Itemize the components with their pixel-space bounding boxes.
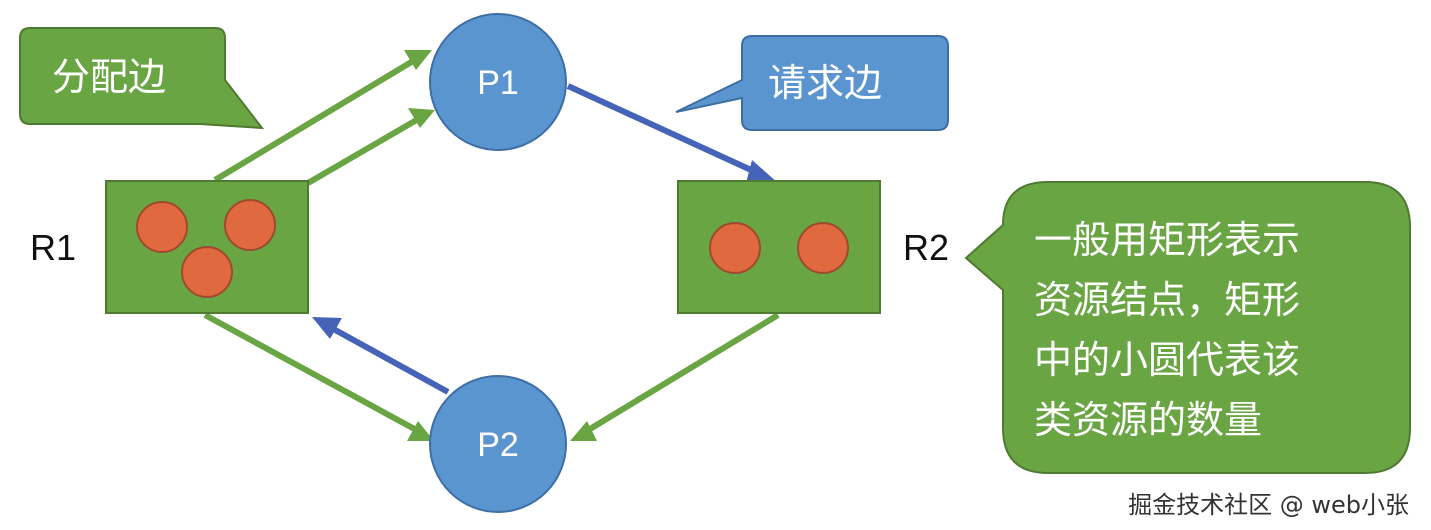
resource-r1-label: R1 bbox=[30, 227, 76, 268]
callout-note: 一般用矩形表示 资源结点，矩形 中的小圆代表该 类资源的数量 bbox=[964, 181, 1411, 474]
process-p2-circle bbox=[429, 375, 567, 513]
callout-assign-edge-shape bbox=[19, 27, 265, 130]
watermark: 掘金技术社区 @ web小张 bbox=[1128, 491, 1409, 519]
edge-p2-r1-head bbox=[312, 317, 342, 339]
edge-r2-p1 bbox=[583, 312, 780, 435]
resource-r2-box bbox=[677, 180, 881, 314]
assignment-edges bbox=[203, 50, 780, 441]
callout-request-edge-text: 请求边 bbox=[768, 61, 882, 105]
edge-r1-p1-b bbox=[306, 115, 422, 186]
process-p1-circle bbox=[429, 13, 567, 151]
edge-p1-r2-head bbox=[746, 160, 778, 183]
resource-r2 bbox=[677, 180, 881, 314]
request-edges bbox=[312, 83, 778, 395]
callout-assign-edge-text: 分配边 bbox=[52, 55, 166, 99]
edge-r2-p1-head bbox=[570, 421, 597, 441]
edge-p2-r1 bbox=[326, 323, 450, 395]
edge-r1-p1-a-head bbox=[404, 50, 432, 70]
callout-request-edge-shape bbox=[675, 35, 949, 131]
resource-r2-unit-1 bbox=[709, 222, 761, 274]
resource-r2-unit-2 bbox=[797, 222, 849, 274]
callout-note-line-4: 类资源的数量 bbox=[1034, 398, 1262, 442]
callout-note-shape bbox=[964, 181, 1411, 474]
callout-note-line-2: 资源结点，矩形 bbox=[1034, 278, 1300, 322]
callout-request-edge: 请求边 bbox=[675, 35, 949, 131]
callout-assign-edge: 分配边 bbox=[19, 27, 265, 130]
resource-r1 bbox=[105, 180, 309, 314]
edge-r1-p1-b-head bbox=[408, 108, 435, 128]
edge-p1-r2 bbox=[566, 83, 764, 178]
callout-note-line-3: 中的小圆代表该 bbox=[1034, 338, 1300, 382]
edge-r1-p1-a bbox=[213, 55, 420, 183]
edge-r1-p2-head bbox=[407, 421, 434, 441]
resource-r1-unit-2 bbox=[224, 199, 276, 251]
process-p2: P2 bbox=[429, 375, 567, 513]
process-p1: P1 bbox=[429, 13, 567, 151]
resource-r2-label: R2 bbox=[903, 227, 949, 268]
resource-r1-unit-1 bbox=[136, 201, 188, 253]
callout-note-line-1: 一般用矩形表示 bbox=[1034, 218, 1300, 262]
resource-r1-unit-3 bbox=[181, 246, 233, 298]
edge-r1-p2 bbox=[203, 312, 422, 435]
process-p2-label: P2 bbox=[477, 426, 519, 464]
process-p1-label: P1 bbox=[477, 64, 519, 102]
